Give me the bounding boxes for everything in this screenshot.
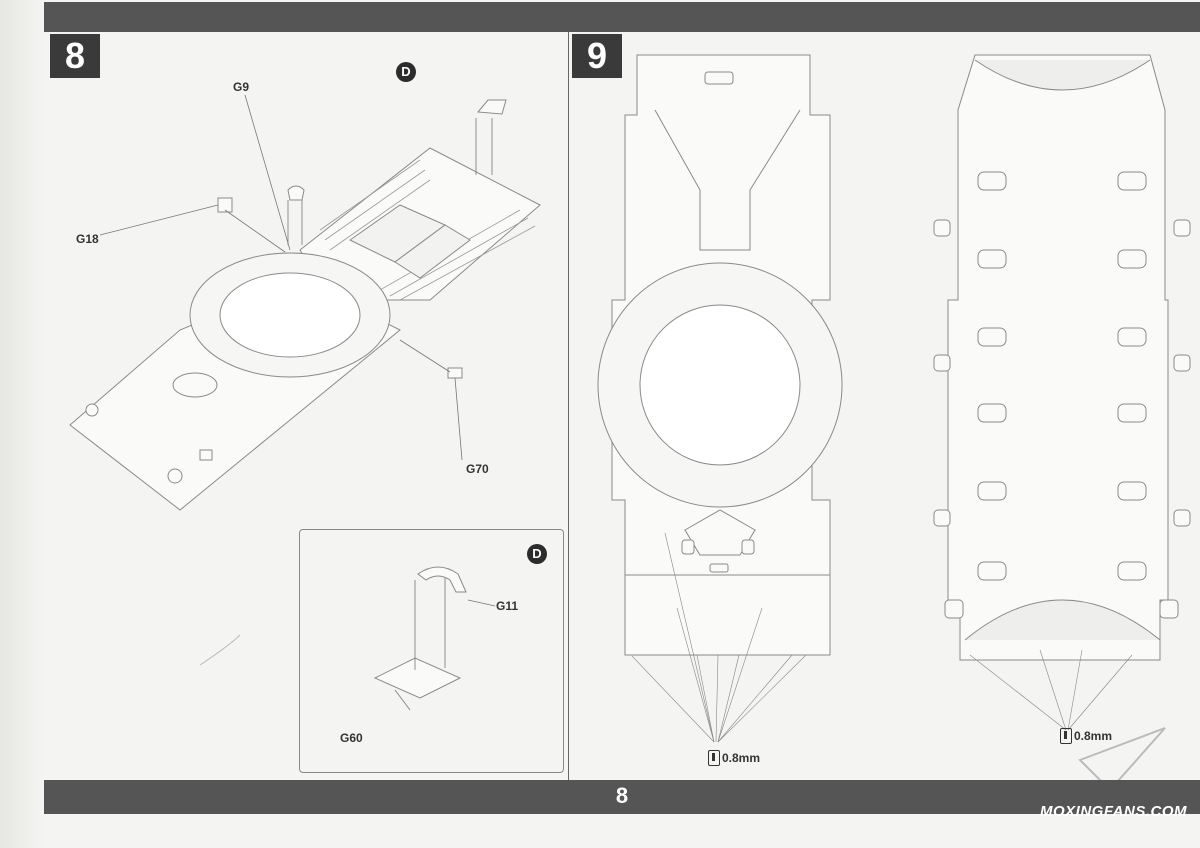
drill-hole-note-right: 0.8mm [1060,728,1112,744]
step-8-number: 8 [50,34,100,78]
page-binding-shadow [0,0,44,848]
bottom-bar: 8 [44,780,1200,814]
part-g9 [287,185,305,201]
panel-divider [568,32,569,780]
drill-size-right: 0.8mm [1074,729,1113,743]
label-g60: G60 [340,731,363,745]
label-g9: G9 [233,80,250,94]
watermark-text: MOXINGFANS.COM [1040,803,1188,820]
page-number: 8 [615,783,629,808]
part-g11 [417,566,467,593]
label-g11: G11 [496,599,519,613]
inset-d-badge: D [527,544,547,564]
part-g60 [373,657,462,699]
detail-inset [299,529,564,773]
top-bar [44,2,1200,32]
label-g70: G70 [466,462,489,476]
detail-d-badge: D [396,62,416,82]
drill-icon [708,750,720,766]
drill-size-left: 0.8mm [722,751,761,765]
step-9-number: 9 [572,34,622,78]
drill-icon [1060,728,1072,744]
label-g18: G18 [76,232,99,246]
hull-bottom-view [947,54,1169,661]
step-9-illustration [597,54,1191,780]
part-d [477,99,507,115]
step-8-illustration [69,94,541,711]
drill-hole-note-left: 0.8mm [708,750,760,766]
road-wheel-arms [933,171,1191,619]
